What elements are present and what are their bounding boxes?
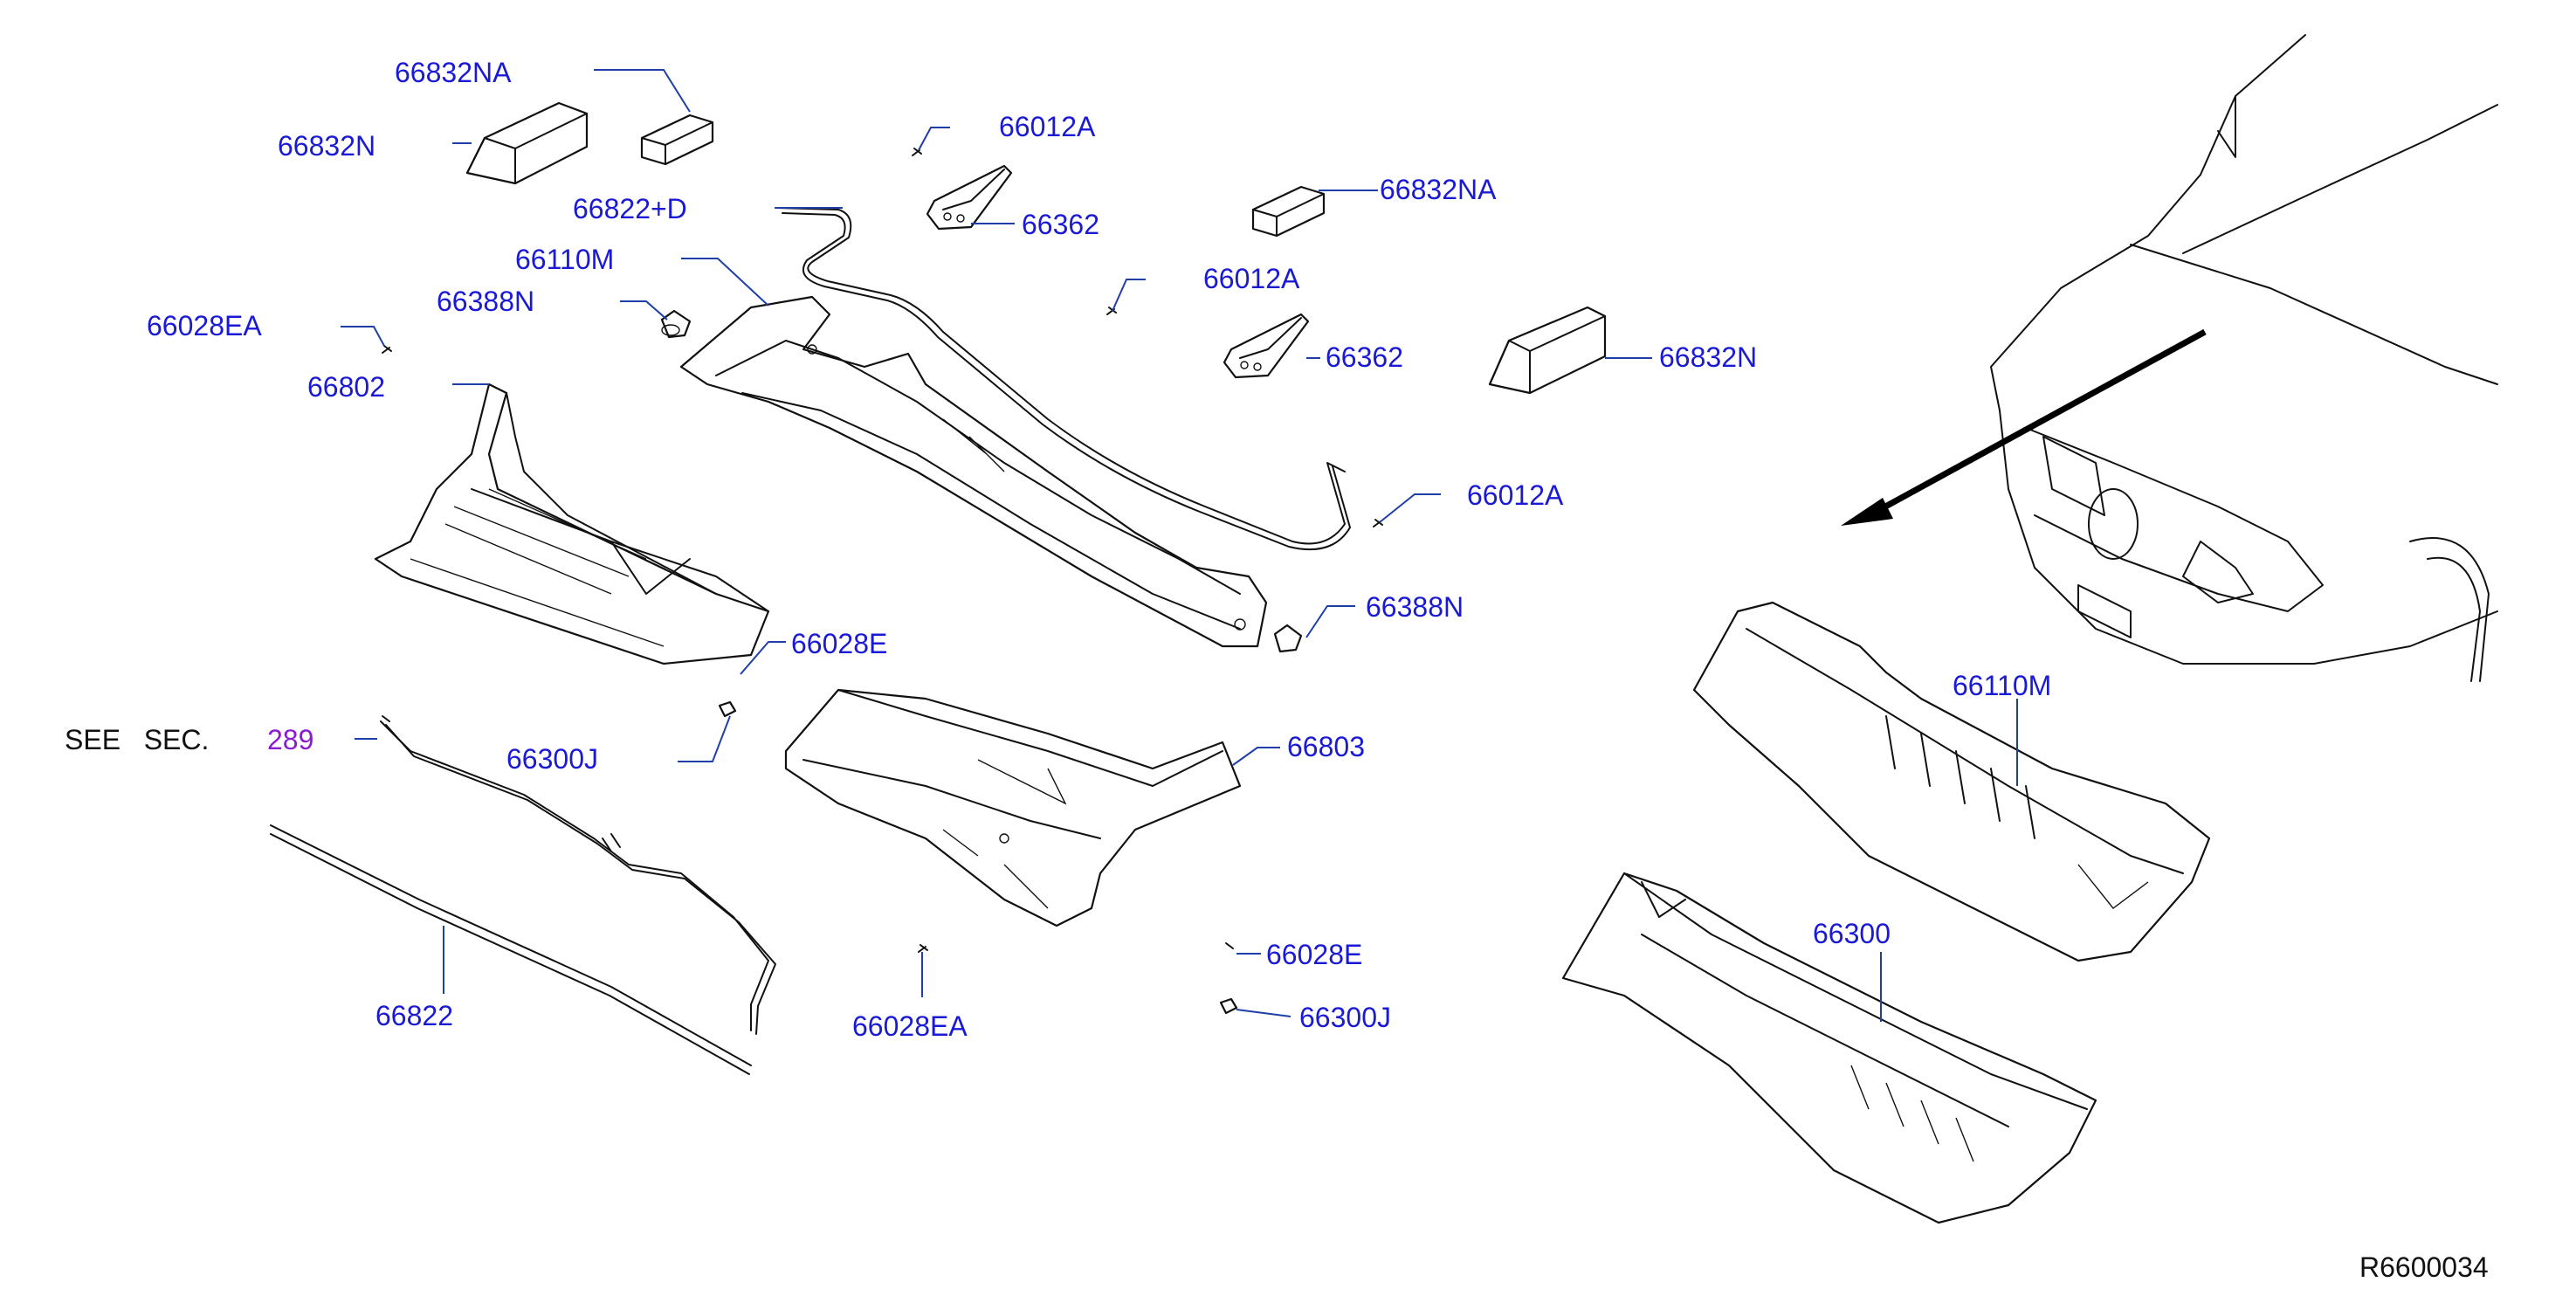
part-66362-bracket-2 — [1223, 313, 1310, 379]
see-section-text: SEE SEC. — [65, 724, 209, 755]
part-vehicle-reference — [1990, 34, 2498, 682]
label-66110m-right: 66110M — [1953, 670, 2051, 701]
label-66110m: 66110M — [515, 244, 614, 275]
label-66362-1: 66362 — [1022, 209, 1099, 240]
label-66802: 66802 — [307, 371, 385, 403]
part-66028e-clips — [382, 715, 1234, 953]
label-66362-2: 66362 — [1326, 341, 1403, 373]
drawing-id: R6600034 — [2359, 1251, 2489, 1283]
label-66028e-bottom: 66028E — [1266, 939, 1362, 970]
part-66803-cowl-lower — [784, 688, 1242, 927]
part-66832n-block-left — [465, 101, 589, 185]
leader-lines — [341, 69, 2018, 1022]
label-66012a-3: 66012A — [1467, 479, 1564, 511]
part-66300-dash-lower — [1561, 872, 2097, 1224]
label-66028ea-bottom: 66028EA — [852, 1010, 968, 1042]
part-66362-bracket-1 — [926, 164, 1013, 231]
part-66832n-block-right — [1488, 306, 1607, 395]
part-66802-cowl-grille — [374, 383, 770, 665]
label-66300: 66300 — [1813, 918, 1891, 949]
label-66012a-2: 66012A — [1203, 263, 1300, 294]
label-66822d: 66822+D — [573, 193, 687, 224]
part-66832na-small-block — [640, 114, 714, 166]
part-66822d-tube — [775, 207, 1351, 551]
label-66832n-right: 66832N — [1659, 341, 1757, 373]
label-66832na-right: 66832NA — [1380, 174, 1497, 205]
label-66803: 66803 — [1287, 731, 1365, 762]
part-66012a-clips — [382, 148, 1383, 527]
label-66388n-bottom: 66388N — [1366, 591, 1464, 623]
label-66300j-left: 66300J — [506, 743, 598, 775]
label-66028ea-top: 66028EA — [147, 310, 262, 341]
label-66388n-top: 66388N — [437, 286, 534, 317]
part-66832na-small-block-right — [1251, 185, 1326, 238]
part-66110m-cowl-top — [679, 295, 1268, 648]
label-66832n-left: 66832N — [278, 130, 375, 162]
reference-arrow — [1841, 328, 2207, 526]
part-66110m-dash-upper — [1692, 601, 2211, 962]
part-66388n-grommet — [660, 309, 1303, 653]
part-66822-weatherstrip — [270, 824, 752, 1075]
label-66832na-top: 66832NA — [395, 57, 512, 88]
part-labels: 66832NA 66832N 66822+D 66110M 66388N 660… — [65, 57, 2489, 1283]
part-66300j-clips — [718, 700, 1238, 1015]
label-66012a-1: 66012A — [999, 111, 1096, 142]
label-66822: 66822 — [375, 1000, 453, 1031]
label-66028e-top: 66028E — [791, 628, 887, 659]
see-section-link[interactable]: 289 — [267, 724, 313, 755]
label-66300j-bottom: 66300J — [1299, 1002, 1391, 1033]
part-289-washer-hose — [380, 720, 776, 1035]
